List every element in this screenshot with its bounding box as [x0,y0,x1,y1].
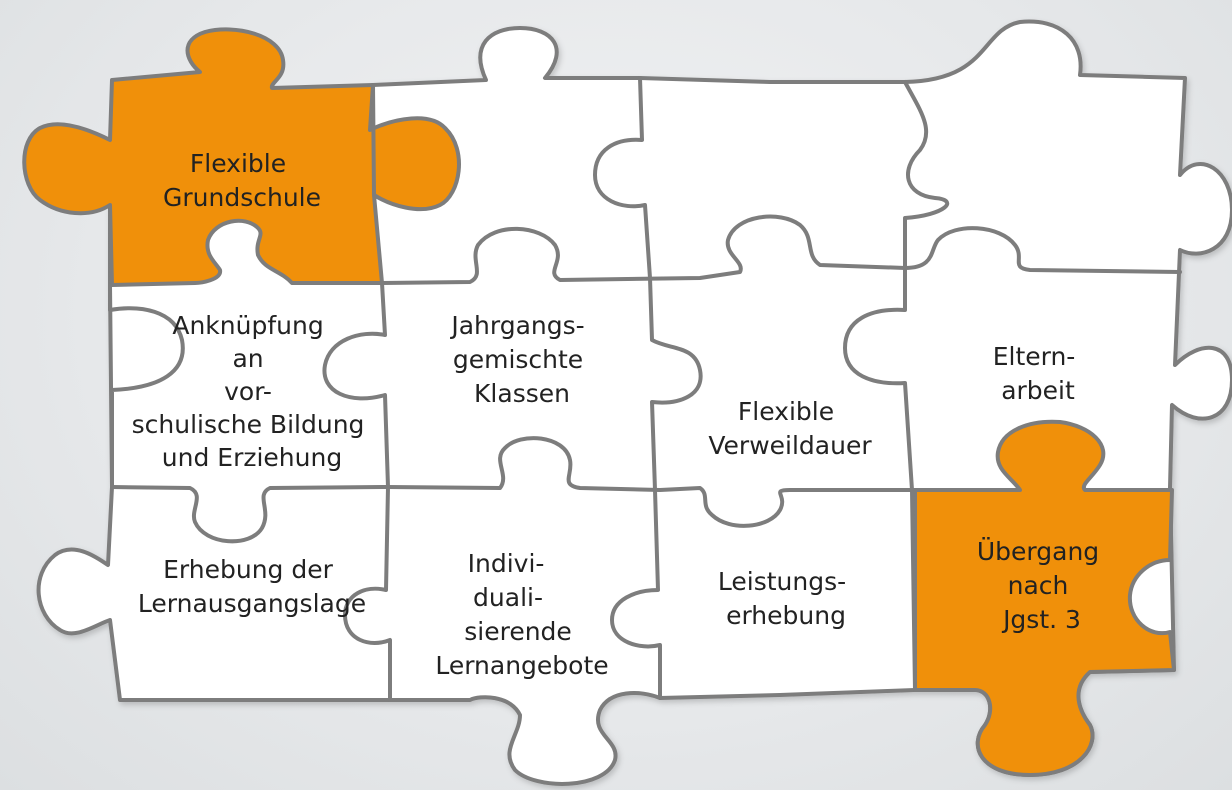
label-line: Übergang [977,537,1099,566]
label-line: duali- [473,583,543,612]
label-elternarbeit: Eltern- arbeit [993,342,1084,405]
label-line: nach [1008,571,1069,600]
label-jahrgangsgemischte-klassen: Jahrgangs- gemischte Klassen [449,311,592,408]
piece-flexible-grundschule [22,27,461,287]
seam-v3 [843,80,950,692]
label-line: schulische Bildung [132,410,365,439]
label-line: an [232,344,263,373]
label-line: Leistungs- [718,567,846,596]
labels: Flexible Grundschule Anknüpfung an vor- … [132,149,1107,680]
label-line: vor- [224,377,272,406]
label-line: und Erziehung [162,443,342,472]
seam-h1 [380,214,1182,285]
label-line: Flexible [190,149,286,178]
seam-lines [108,76,1182,702]
label-line: Jgst. 3 [1001,605,1081,634]
piece-uebergang [913,419,1176,777]
label-line: Indivi- [468,549,545,578]
label-anknuepfung: Anknüpfung an vor- schulische Bildung un… [132,311,373,472]
label-line: erhebung [726,601,846,630]
label-flexible-grundschule: Flexible Grundschule [163,149,321,212]
label-line: Eltern- [993,342,1076,371]
label-line: arbeit [1001,376,1075,405]
label-erhebung-lernausgangslage: Erhebung der Lernausgangslage [138,555,366,618]
label-line: gemischte [453,345,583,374]
seam-h2 [110,436,917,544]
seam-v2 [593,76,703,700]
seam-v1 [322,83,392,702]
seam-v0 [108,283,185,489]
label-line: Anknüpfung [172,311,323,340]
label-flexible-verweildauer: Flexible Verweildauer [708,397,872,460]
label-individualisierende-lernangebote: Indivi- duali- sierende Lernangebote [435,549,608,680]
label-line: sierende [464,617,572,646]
label-line: Jahrgangs- [449,311,584,340]
label-line: Flexible [738,397,834,426]
label-line: Klassen [474,379,570,408]
label-line: Lernangebote [435,651,608,680]
label-line: Lernausgangslage [138,589,366,618]
label-line: Grundschule [163,183,321,212]
label-line: Verweildauer [708,431,872,460]
label-uebergang-jgst3: Übergang nach Jgst. 3 [977,537,1107,634]
label-leistungserhebung: Leistungs- erhebung [718,567,854,630]
label-line: Erhebung der [163,555,333,584]
